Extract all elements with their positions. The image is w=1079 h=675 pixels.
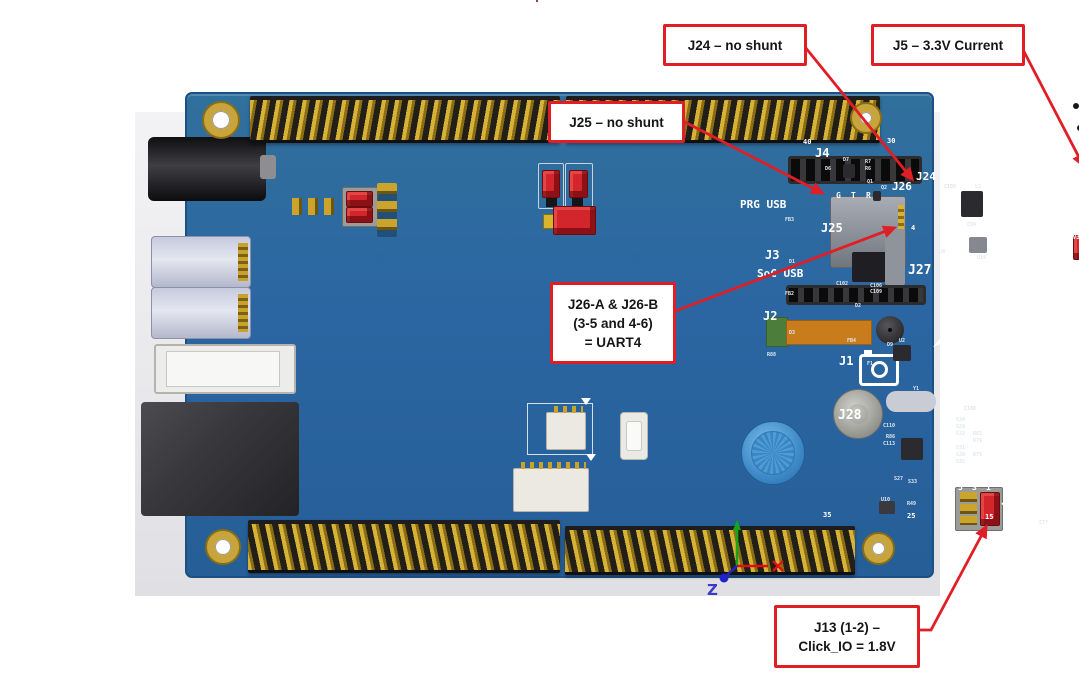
usb-b-connector <box>154 344 296 394</box>
ethernet-jack <box>141 402 299 516</box>
weee-bin-icon: ✕ <box>998 151 1017 174</box>
buzzer <box>876 316 904 344</box>
female-header-j29 <box>788 156 922 184</box>
pin-header-top-left <box>250 96 560 143</box>
silk-label: 20 <box>971 136 980 144</box>
silk-label: J16 <box>1040 452 1062 466</box>
mounting-hole-top-right <box>852 104 880 132</box>
refdes-label: S32 <box>956 431 966 437</box>
shunt-j5 <box>542 170 560 198</box>
ce-mark: CE <box>951 147 997 178</box>
pin-header-bottom-right <box>565 526 855 575</box>
silk-triangle-j16 <box>586 454 596 461</box>
jumper-outline-j5 <box>538 163 564 209</box>
board-component <box>1073 103 1079 109</box>
refdes-label: R75 <box>973 452 983 458</box>
dc-barrel-jack-tip <box>260 155 276 179</box>
board-component <box>969 237 987 253</box>
silk-label: 5 <box>1031 513 1036 521</box>
callout-text: Click_IO = 1.8V <box>798 638 896 654</box>
refdes-label: C94 <box>967 222 977 228</box>
refdes-label: S35 <box>956 459 966 465</box>
pin-j5 <box>546 198 557 207</box>
silk-label: J8 <box>1060 215 1073 226</box>
callout-text: = UART4 <box>584 334 642 350</box>
alif-logo-text: ALIF <box>981 296 1079 344</box>
silk-outline-j17 <box>527 403 593 455</box>
refdes-label: S31 <box>956 445 966 451</box>
refdes-label: R83 <box>973 431 983 437</box>
refdes-label: L2 <box>975 184 982 190</box>
shunt-j6 <box>569 170 588 198</box>
potentiometer <box>741 421 805 485</box>
silk-label: 3V3 <box>1053 186 1068 195</box>
kc-mark: KC <box>1023 152 1054 176</box>
usb-connector-prg <box>151 236 251 288</box>
callout-j13-click-io: J13 (1-2) – Click_IO = 1.8V <box>774 605 920 668</box>
mounting-hole-bottom-left <box>207 531 239 563</box>
shunt-j13 <box>980 492 1000 526</box>
callout-j25-no-shunt: J25 – no shunt <box>548 101 685 143</box>
shunt-j26-b <box>346 207 373 223</box>
refdes-label: C77 <box>1039 520 1049 526</box>
refdes-label: S34 <box>956 417 966 423</box>
white-label-box <box>1018 268 1050 288</box>
silk-label: J17 <box>1066 396 1079 410</box>
pin-header-bottom-left <box>248 520 560 573</box>
callout-text: J5 – 3.3V Current <box>892 37 1004 53</box>
shunt-j31 <box>1073 235 1079 260</box>
callout-j26-uart4: J26-A & J26-B (3-5 and 4-6) = UART4 <box>550 282 676 364</box>
alif-logo-icon <box>933 297 982 347</box>
callout-text: J25 – no shunt <box>569 114 664 130</box>
camera-flex-connector <box>766 317 788 347</box>
refdes-label: S28 <box>956 424 966 430</box>
callout-j24-no-shunt: J24 – no shunt <box>663 24 807 66</box>
part-number: 120-00301-D <box>942 271 1015 284</box>
shunt-j8 <box>553 206 596 235</box>
leader-j5 <box>1017 41 1079 168</box>
joystick-sw1 <box>833 389 883 439</box>
silk-label: J11 <box>1047 139 1069 153</box>
silk-label: 10 <box>1053 136 1062 144</box>
connector-j16 <box>513 462 589 512</box>
refdes-label: R79 <box>973 438 983 444</box>
logo-rule <box>983 342 1079 345</box>
pin-j6 <box>572 198 583 207</box>
female-header-j30 <box>786 285 926 305</box>
pins-j13 <box>960 492 977 525</box>
board-component <box>961 191 983 217</box>
axis-z-label: Z <box>707 581 718 599</box>
dc-barrel-jack <box>148 137 266 201</box>
white-sticker <box>961 373 1079 398</box>
callout-text: J13 (1-2) – <box>813 619 881 635</box>
reset-button-sw2 <box>620 412 648 460</box>
refdes-label: S30 <box>956 452 966 458</box>
connector-j17 <box>546 406 586 450</box>
camera-icon <box>859 350 899 386</box>
callout-text: J26-A & J26-B <box>567 296 659 312</box>
callout-text: J24 – no shunt <box>687 37 783 53</box>
shunt-j26-a <box>346 191 373 207</box>
callout-j5-33v-current: J5 – 3.3V Current <box>871 24 1025 66</box>
refdes-label: C108 <box>964 406 977 412</box>
callout-text: (3-5 and 4-6) <box>573 315 653 331</box>
silk-triangle-j17 <box>581 398 591 405</box>
silk-label: J13 <box>1001 494 1025 509</box>
weee-bin-bar <box>996 175 1017 178</box>
refdes-label: U19 <box>977 255 987 261</box>
pin-header-j24 <box>377 183 397 237</box>
camera-flex-cable <box>786 320 872 345</box>
mounting-hole-bottom-right <box>864 534 893 563</box>
pin-header-j25 <box>292 198 338 215</box>
logo-subtitle: SEMICONDUCTOR <box>983 348 1079 360</box>
silk-label: J12 <box>1054 507 1076 521</box>
refdes-label: C100 <box>944 184 957 190</box>
silk-label: J31 <box>1045 241 1067 255</box>
mounting-hole-top-left <box>204 103 238 137</box>
microsd-slot-j10 <box>830 196 906 268</box>
usb-connector-soc <box>151 287 251 339</box>
logo-url: www.alifsemi.com <box>961 356 1079 375</box>
